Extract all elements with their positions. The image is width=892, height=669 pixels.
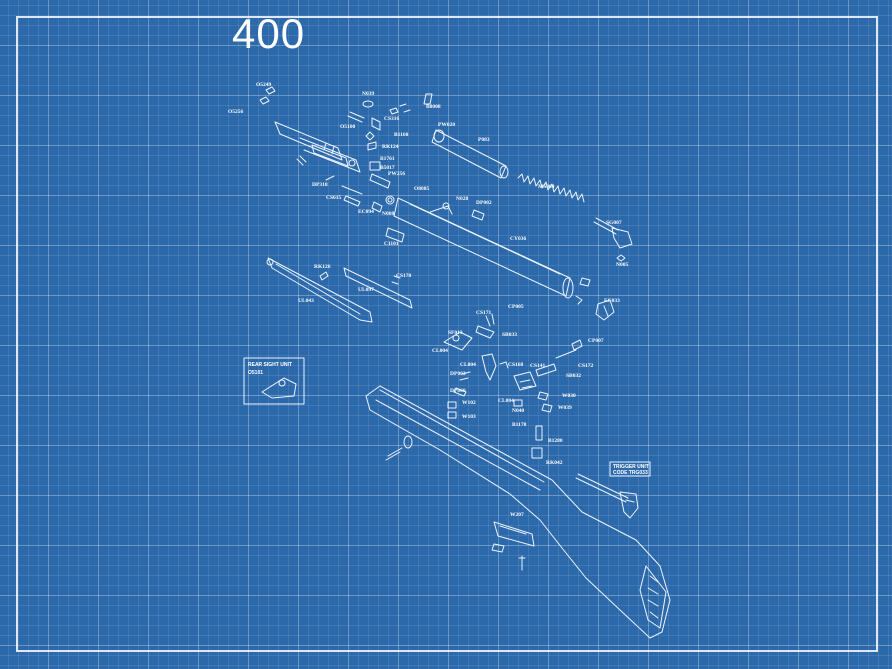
part-label: SG007 (606, 220, 622, 226)
part-label: UL043 (298, 298, 314, 304)
part-label: DP003 (450, 371, 466, 377)
part-label: CL004 (460, 362, 476, 368)
part-label: P083 (478, 137, 490, 143)
part-label: W207 (510, 512, 524, 518)
part-label: CY036 (510, 236, 526, 242)
trigger-unit (575, 473, 639, 519)
rifle-stock (365, 385, 671, 639)
part-label: PW020 (438, 122, 455, 128)
part-label: CS170 (396, 273, 412, 279)
part-label: B1761 (380, 156, 395, 162)
trigger-unit-heading: TRIGGER UNIT (613, 464, 649, 470)
part-label: W103 (462, 414, 476, 420)
part-label: C1101 (384, 241, 399, 247)
air-chamber-cylinder (431, 129, 509, 179)
part-label: SF013 (448, 330, 463, 336)
part-label: CS171 (476, 310, 492, 316)
part-label: W030 (562, 393, 576, 399)
part-label: CP005 (508, 304, 524, 310)
part-label: CL004 (432, 348, 448, 354)
part-label: B1280 (548, 438, 563, 444)
part-label: CP007 (588, 338, 604, 344)
part-label: DP318 (312, 182, 328, 188)
part-label: EC094 (358, 209, 374, 215)
part-label: SB032 (566, 373, 581, 379)
part-label: CL004 (498, 398, 514, 404)
model-number-title: 400 (232, 10, 306, 57)
part-label: B1160 (394, 132, 409, 138)
part-label: O5249 (256, 82, 272, 88)
part-label: N008 (382, 211, 394, 217)
part-label: RK126 (314, 264, 331, 270)
part-label: N005 (616, 262, 628, 268)
trigger-parts (443, 313, 583, 459)
trigger-guard (491, 521, 535, 571)
part-label: B5017 (380, 165, 395, 171)
part-label: DP002 (476, 200, 492, 206)
part-label: SB033 (502, 332, 517, 338)
part-labels: O5249 O5256 N039 B8008 CS316 O5100 B1160… (228, 82, 628, 518)
part-label: N039 (362, 91, 374, 97)
part-label: O5100 (340, 124, 356, 130)
blueprint-border (16, 16, 878, 652)
part-label: B1178 (512, 422, 527, 428)
part-label: N040 (512, 408, 524, 414)
part-label: CS615 (326, 195, 342, 201)
part-label: PW256 (388, 171, 405, 177)
main-spring (517, 173, 585, 203)
part-label: RK124 (382, 144, 399, 150)
trigger-unit-code: CODE TRG033 (613, 470, 648, 476)
end-cap (595, 299, 615, 321)
cocking-lever (266, 257, 373, 323)
rear-sight-heading: REAR SIGHT UNIT (248, 362, 292, 368)
part-label: W039 (558, 405, 572, 411)
part-label: EC033 (604, 298, 620, 304)
trigger-unit-box: TRIGGER UNIT CODE TRG033 (609, 461, 651, 477)
part-label: O8085 (414, 186, 430, 192)
rear-sight-box: REAR SIGHT UNIT O5101 (243, 357, 305, 405)
part-label: B8008 (426, 104, 441, 110)
cylinder-housing (393, 197, 574, 299)
part-label: N028 (456, 196, 468, 202)
part-label: CS141 (530, 363, 546, 369)
part-label: CS172 (578, 363, 594, 369)
cocking-link (319, 267, 413, 309)
part-label: RK042 (546, 460, 563, 466)
part-label: DP060 (450, 388, 466, 394)
part-label: O5256 (228, 109, 244, 115)
part-label: CS168 (508, 362, 524, 368)
part-label: W102 (462, 400, 476, 406)
part-label: MS004 (538, 184, 555, 190)
rear-sight-code: O5101 (248, 370, 263, 376)
breech-block-assembly (274, 121, 361, 173)
part-label: CS316 (384, 116, 400, 122)
part-label: UL097 (358, 287, 374, 293)
small-fasteners-upper (259, 86, 591, 305)
spring-guide (593, 217, 633, 262)
